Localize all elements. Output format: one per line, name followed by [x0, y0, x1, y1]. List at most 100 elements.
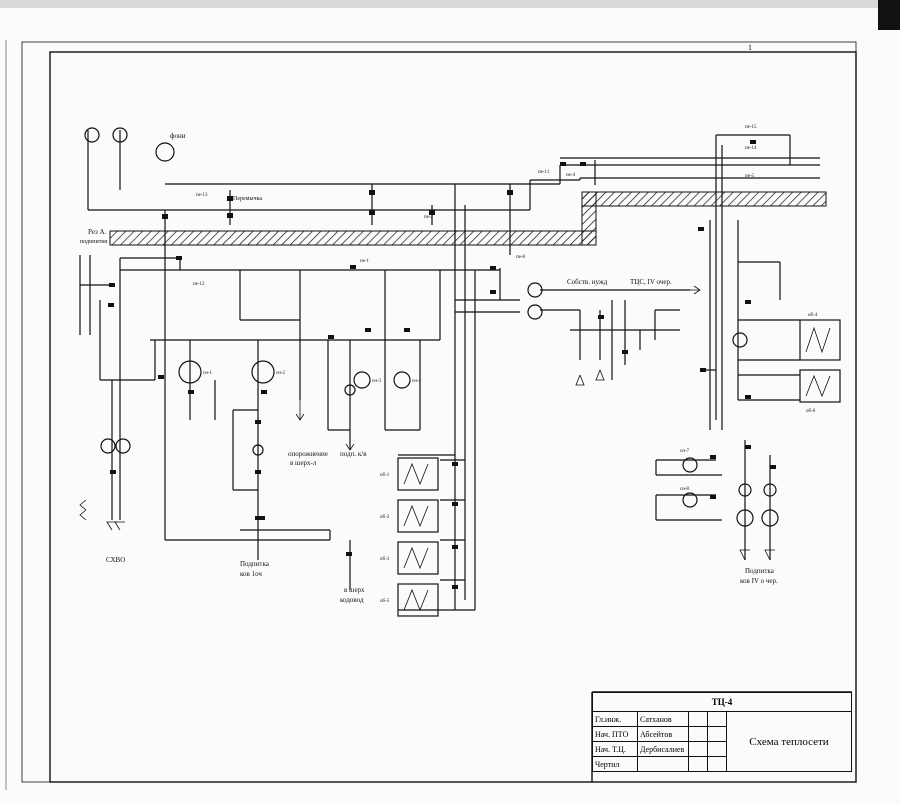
heater-ob3: [397, 541, 439, 575]
pumps: [84, 127, 779, 527]
heaters: [397, 319, 841, 617]
label-skhvo: СХВО: [106, 556, 125, 564]
tag-sn3: сн-3: [372, 379, 382, 384]
tag-sn7: сн-7: [680, 449, 690, 454]
valve-cross: [252, 444, 264, 456]
pump-symbol: [761, 509, 779, 527]
main-pipelines: [79, 130, 820, 611]
sheet-number: 1: [748, 43, 752, 52]
heater-ob5: [397, 583, 439, 617]
pump-symbol: [527, 304, 543, 320]
heater-ob4: [799, 319, 841, 361]
tag-sn1: сн-1: [203, 371, 213, 376]
tag-sn8: сн-8: [680, 487, 690, 492]
tag-pe14: пе-14: [745, 146, 757, 151]
tag-pe8: пе-8: [516, 255, 526, 260]
tag-ob2: об-2: [380, 515, 390, 520]
tag-ob5: об-5: [380, 599, 390, 604]
tag-sn4: сн-4: [412, 379, 422, 384]
pump-sn2: [251, 360, 275, 384]
pump-symbol: [84, 127, 100, 143]
stamp-date: [707, 741, 727, 757]
pump-symbol: [155, 142, 175, 162]
stamp-role: Нач. ПТО: [592, 726, 638, 742]
stamp-role: Нач. Т.Ц.: [592, 741, 638, 757]
tag-ob6: об-6: [806, 409, 816, 414]
flow-arrows: [79, 285, 775, 561]
tag-pe5: пе-5: [745, 174, 755, 179]
heater-ob2: [397, 499, 439, 533]
heater-ob1: [397, 457, 439, 491]
valves: [108, 140, 776, 589]
tag-pe15: пе-15: [745, 125, 757, 130]
stamp-date: [707, 756, 727, 772]
stamp-date: [707, 711, 727, 727]
pump-symbol: [100, 438, 116, 454]
tag-pe11: пе-11: [538, 170, 550, 175]
tag-pe12: пе-12: [193, 282, 205, 287]
label-podpitka-iv: Подпитка: [745, 567, 775, 575]
stamp-name: Сатханов: [637, 711, 689, 727]
stamp-sign: [688, 726, 708, 742]
tag-pe4: пе-4: [566, 173, 576, 178]
pump-symbol: [527, 282, 543, 298]
stamp-sign: [688, 711, 708, 727]
pump-symbol: [732, 332, 748, 348]
pump-symbol: [112, 127, 128, 143]
title-block: ТЦ-4 Гл.инж. Сатханов Схема теплосети На…: [592, 692, 852, 772]
stamp-name: [637, 756, 689, 772]
label-perepusk: Перемычка: [233, 196, 262, 202]
label-sobst-nuzhd: Собств. нужд: [567, 278, 608, 286]
label-tsnts: ТЦС, IV очер.: [630, 278, 672, 286]
tag-pe13: пе-13: [196, 193, 208, 198]
pump-symbol: [115, 438, 131, 454]
wall-hatch-step: [581, 191, 597, 246]
tag-ob1: об-1: [380, 473, 390, 478]
stamp-role: Гл.инж.: [592, 711, 638, 727]
label-podpitka-kov-2: ков 1оч: [240, 570, 262, 578]
pump-symbol: [763, 483, 777, 497]
tag-ob4: об-4: [808, 313, 818, 318]
pump-sn4: [393, 371, 411, 389]
label-rez-a-2: поднпитки: [80, 239, 108, 245]
label-opor: опорожнение: [288, 450, 328, 458]
tag-ob3: об-3: [380, 557, 390, 562]
label-foni: фони: [170, 132, 186, 140]
pump-symbol: [738, 483, 752, 497]
tag-pe2: пе-2: [424, 215, 434, 220]
label-v-shirkh: в шерх: [344, 586, 365, 594]
pump-symbol: [736, 509, 754, 527]
pump-sn7: [682, 457, 698, 473]
label-rez-a: Рез А.: [88, 228, 107, 236]
stamp-date: [707, 726, 727, 742]
scan-edge-top: [0, 0, 900, 8]
stamp-name: Абсейтов: [637, 726, 689, 742]
scan-corner-mark: [878, 0, 900, 30]
equipment-tags: пе-13 пе-12 пе-1 пе-2 пе-4 пе-15 пе-14 п…: [193, 125, 818, 604]
stamp-role: Чертил: [592, 756, 638, 772]
stamp-sign: [688, 756, 708, 772]
stamp-sign: [688, 741, 708, 757]
label-opor-2: в шерх-л: [290, 459, 317, 467]
tag-sn2: сн-2: [276, 371, 286, 376]
wall-hatch-right: [581, 191, 827, 207]
pump-sn3: [353, 371, 371, 389]
tag-pe1: пе-1: [360, 259, 370, 264]
stamp-name: Дербисалиев: [637, 741, 689, 757]
label-podp-kv: подп. к/в: [340, 450, 367, 458]
wall-hatch-left: [109, 230, 597, 246]
drawing-frame: [49, 51, 857, 783]
label-podpitka-iv-2: ков IV о чер.: [740, 577, 778, 585]
diagram-labels: фони Перемычка Рез А. поднпитки Собств. …: [80, 132, 778, 604]
label-podpitka-kov: Подпитка: [240, 560, 270, 568]
label-v-shirkh-2: кодовод: [340, 596, 364, 604]
pump-sn1: [178, 360, 202, 384]
heater-ob6: [799, 369, 841, 403]
pump-sn8: [682, 492, 698, 508]
title-block-code: ТЦ-4: [592, 692, 852, 712]
outer-frame: [21, 41, 857, 783]
valve-cross: [344, 384, 356, 396]
title-block-title: Схема теплосети: [726, 711, 852, 772]
